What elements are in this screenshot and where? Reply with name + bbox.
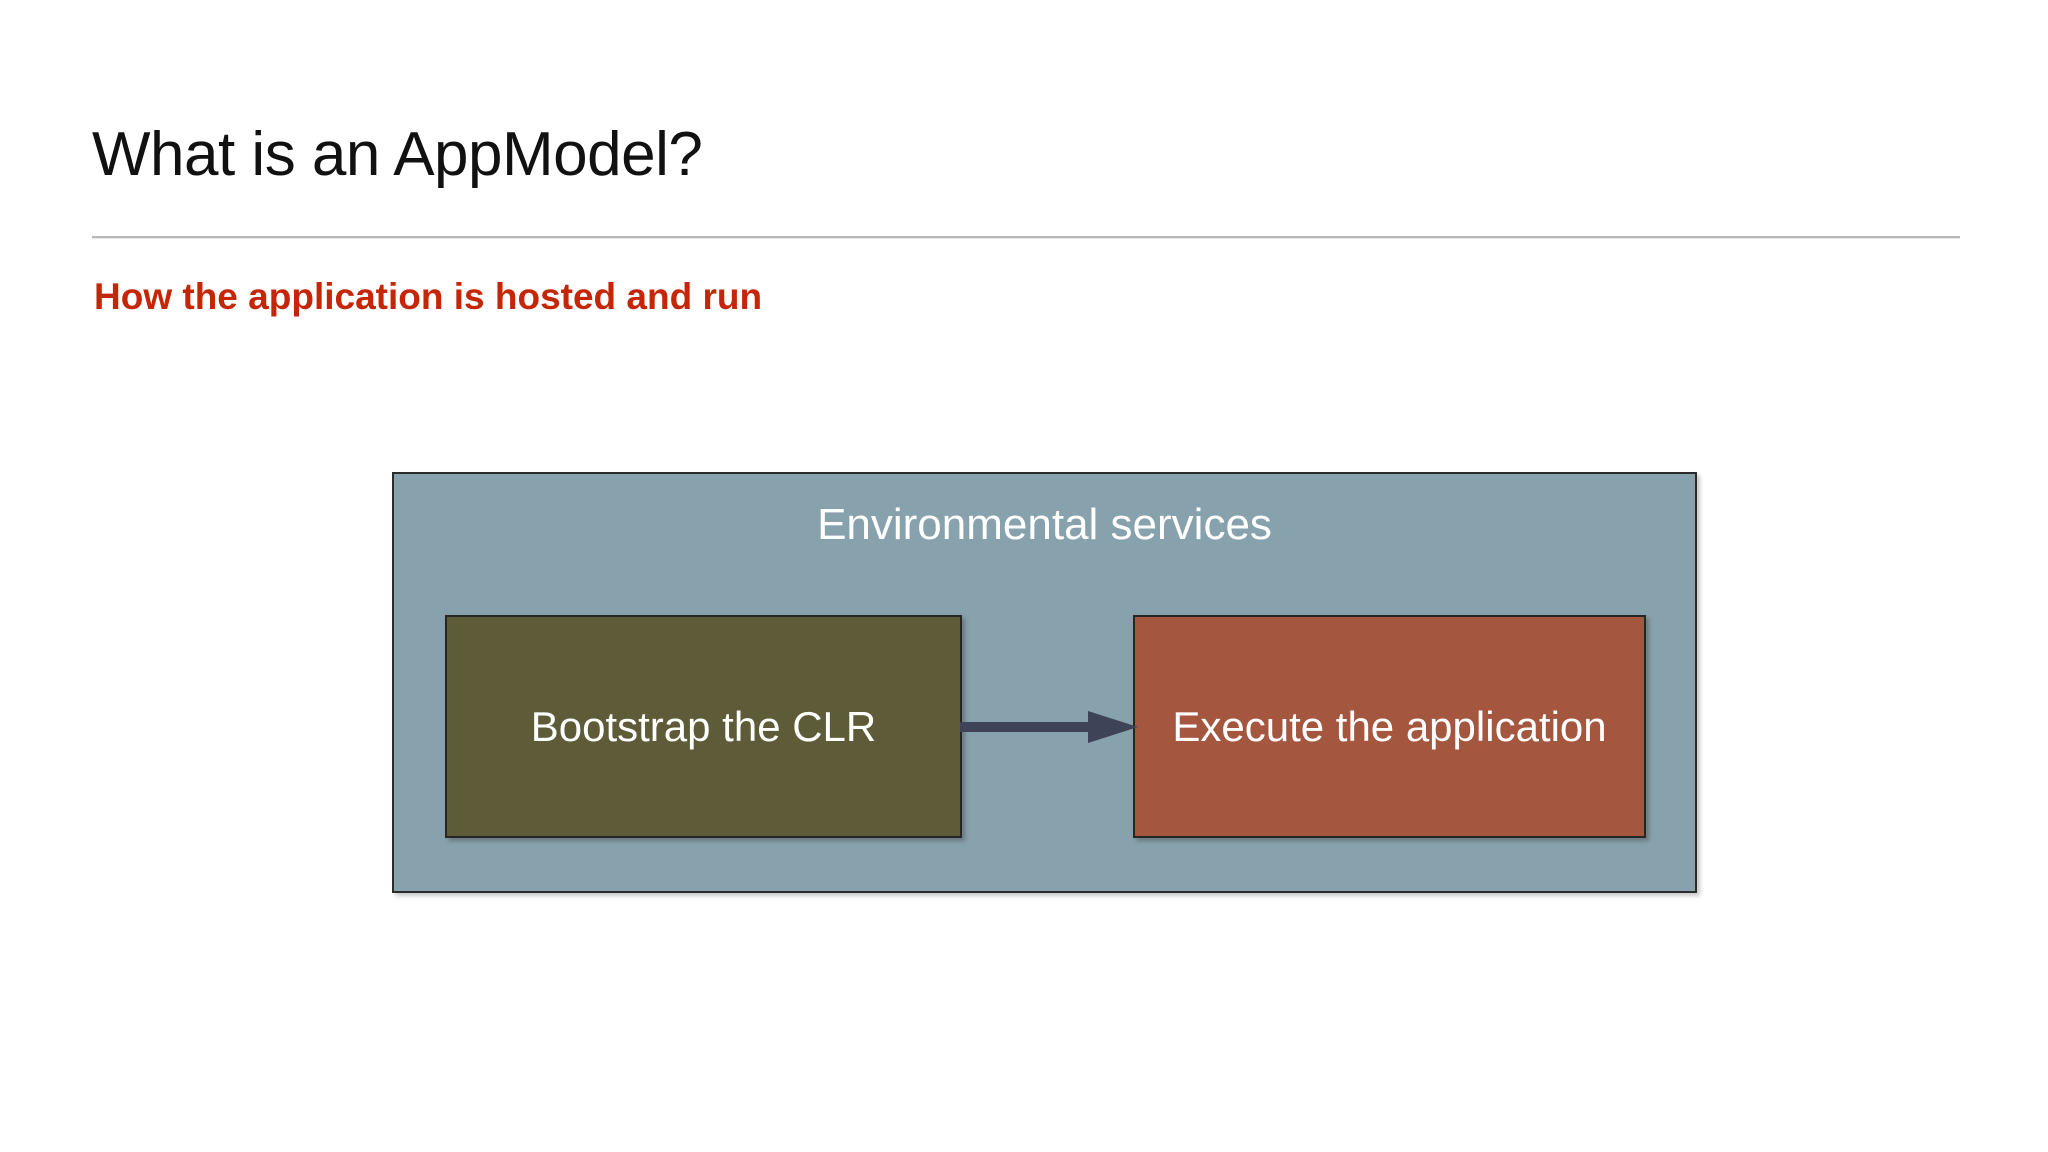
step-box-execute-application: Execute the application (1133, 615, 1646, 838)
step-box-bootstrap-clr-label: Bootstrap the CLR (530, 702, 877, 750)
slide-subtitle: How the application is hosted and run (94, 276, 763, 317)
step-box-bootstrap-clr: Bootstrap the CLR (445, 615, 962, 838)
environmental-services-label: Environmental services (817, 500, 1272, 549)
page-title: What is an AppModel? (92, 120, 703, 189)
title-divider (92, 236, 1960, 238)
appmodel-flow-diagram: Environmental services Bootstrap the CLR… (392, 472, 1697, 893)
arrow-right-icon (960, 711, 1138, 743)
step-box-execute-application-label: Execute the application (1172, 702, 1607, 750)
